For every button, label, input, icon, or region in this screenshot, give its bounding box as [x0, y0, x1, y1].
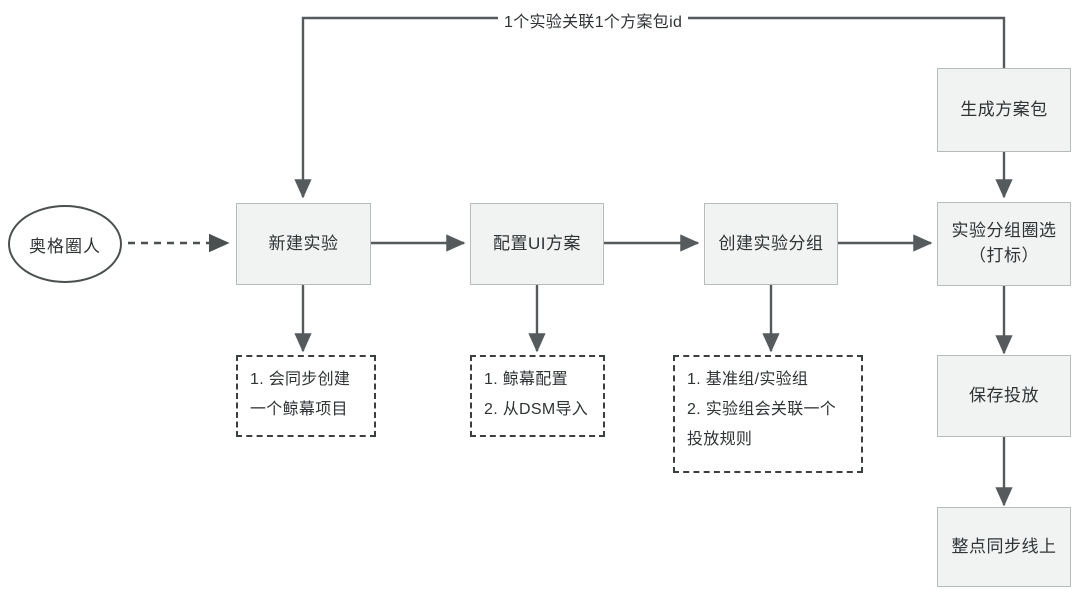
node-group-select-line-2: （打标） — [969, 246, 1039, 265]
node-start[interactable]: 奥格圈人 — [8, 205, 122, 283]
note-create-group-line-1: 1. 基准组/实验组 — [687, 371, 809, 388]
node-create-group[interactable]: 创建实验分组 — [704, 203, 838, 285]
note-create-experiment-line-2: 一个鲸幕项目 — [250, 401, 348, 418]
note-config-ui: 1. 鲸幕配置 2. 从DSM导入 — [470, 355, 605, 437]
node-sync-online[interactable]: 整点同步线上 — [937, 507, 1071, 587]
note-create-group: 1. 基准组/实验组 2. 实验组会关联一个 投放规则 — [673, 355, 863, 473]
node-create-experiment[interactable]: 新建实验 — [236, 203, 371, 285]
edge-label-package-relation: 1个实验关联1个方案包id — [498, 8, 689, 32]
node-config-ui[interactable]: 配置UI方案 — [470, 203, 604, 285]
node-save-delivery[interactable]: 保存投放 — [937, 355, 1071, 437]
note-config-ui-line-1: 1. 鲸幕配置 — [484, 371, 568, 388]
node-group-select-line-1: 实验分组圈选 — [951, 221, 1057, 241]
node-group-select[interactable]: 实验分组圈选 （打标） — [937, 202, 1071, 286]
note-create-group-line-3: 投放规则 — [687, 431, 753, 448]
edge-generate-package-feedback-loop — [294, 16, 1006, 199]
note-config-ui-line-2: 2. 从DSM导入 — [484, 401, 589, 418]
note-create-experiment-line-1: 1. 会同步创建 — [250, 371, 351, 388]
note-create-group-line-2: 2. 实验组会关联一个 — [687, 401, 837, 418]
node-generate-package[interactable]: 生成方案包 — [937, 68, 1071, 152]
note-create-experiment: 1. 会同步创建 一个鲸幕项目 — [236, 355, 376, 437]
